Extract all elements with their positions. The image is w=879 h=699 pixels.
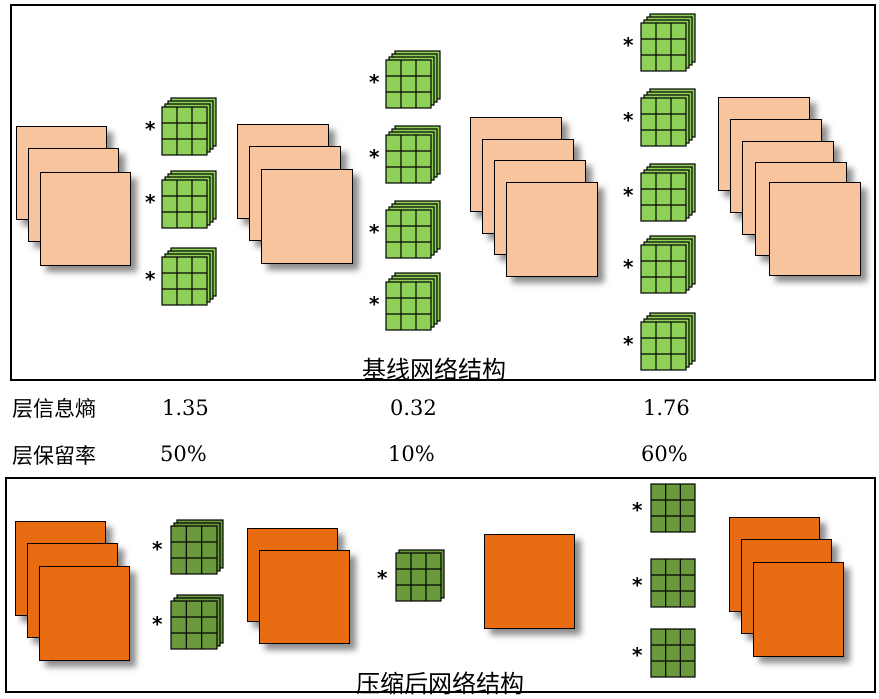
retention-row-label: 层保留率 (12, 444, 96, 468)
convolution-operator: * (152, 537, 163, 561)
convolution-operator: * (145, 189, 156, 214)
baseline-kernel (640, 88, 696, 151)
convolution-operator: * (632, 498, 643, 522)
retention-value-2: 10% (388, 442, 435, 466)
convolution-operator: * (145, 116, 156, 141)
convolution-operator: * (145, 266, 156, 291)
entropy-value-2: 0.32 (390, 396, 437, 420)
compressed-kernel (395, 549, 445, 606)
compressed-feature-map (484, 534, 575, 629)
baseline-kernel (385, 200, 441, 263)
baseline-kernel (640, 235, 696, 298)
baseline-kernel (640, 13, 696, 76)
entropy-value-3: 1.76 (643, 396, 690, 420)
convolution-operator: * (377, 565, 388, 590)
baseline-feature-map (261, 169, 353, 264)
retention-value-1: 50% (160, 442, 207, 466)
convolution-operator: * (623, 107, 634, 132)
baseline-feature-map (769, 182, 861, 276)
baseline-kernel (640, 312, 696, 375)
convolution-operator: * (369, 144, 380, 169)
compressed-kernel (170, 594, 224, 654)
convolution-operator: * (369, 69, 380, 94)
baseline-kernel (385, 125, 441, 188)
convolution-operator: * (632, 573, 643, 597)
baseline-feature-map (40, 172, 131, 266)
compressed-kernel (650, 628, 696, 682)
baseline-kernel (385, 50, 441, 113)
convolution-operator: * (152, 612, 163, 636)
convolution-operator: * (623, 331, 634, 356)
convolution-operator: * (632, 643, 643, 667)
baseline-kernel (161, 247, 217, 310)
convolution-operator: * (369, 291, 380, 316)
baseline-caption: 基线网络结构 (362, 356, 506, 384)
baseline-kernel (640, 163, 696, 226)
compressed-feature-map (39, 566, 130, 661)
compressed-kernel (170, 519, 224, 579)
retention-value-3: 60% (641, 442, 688, 466)
baseline-kernel (161, 170, 217, 233)
compressed-feature-map (753, 562, 844, 657)
entropy-value-1: 1.35 (162, 396, 209, 420)
compressed-kernel (650, 483, 696, 537)
convolution-operator: * (369, 219, 380, 244)
entropy-row-label: 层信息熵 (12, 397, 96, 421)
baseline-kernel (161, 97, 217, 160)
baseline-kernel (385, 272, 441, 335)
compressed-kernel (650, 558, 696, 612)
convolution-operator: * (623, 254, 634, 279)
baseline-feature-map (506, 182, 598, 277)
compressed-caption: 压缩后网络结构 (356, 670, 524, 698)
compressed-feature-map (259, 550, 350, 644)
convolution-operator: * (623, 182, 634, 207)
convolution-operator: * (623, 32, 634, 57)
